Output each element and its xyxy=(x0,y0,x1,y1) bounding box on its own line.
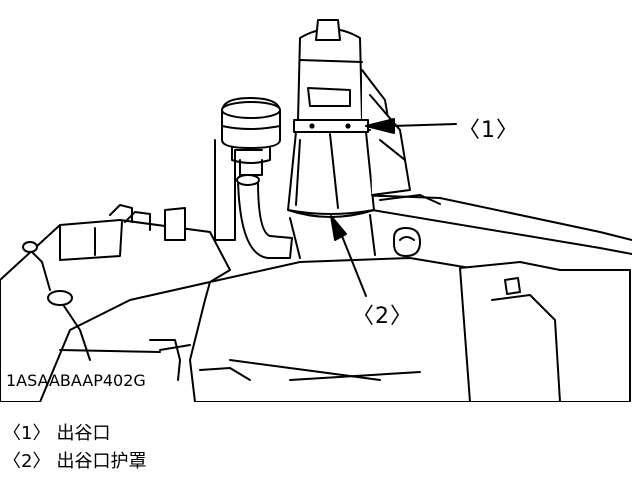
arrowhead-2 xyxy=(330,215,347,241)
lever-1 xyxy=(29,249,51,291)
legend-item-number: 〈2〉 xyxy=(3,451,51,472)
leader-line-1 xyxy=(391,123,457,127)
legend-item: 〈2〉出谷口护罩 xyxy=(3,448,152,476)
side-panel xyxy=(459,261,631,402)
callout-2-label: 〈2〉 xyxy=(352,304,413,329)
top-deck xyxy=(354,194,632,241)
figure-code: 1ASAABAAP402G xyxy=(6,371,146,390)
legend: 〈1〉出谷口 〈2〉出谷口护罩 xyxy=(3,420,152,476)
side-lamp xyxy=(393,227,421,257)
machine-illustration xyxy=(0,19,632,402)
callout-1-label: 〈1〉 xyxy=(458,118,519,143)
legend-item: 〈1〉出谷口 xyxy=(3,420,152,448)
intake-pipe xyxy=(237,179,293,259)
vertical-column xyxy=(214,139,263,241)
leader-line-2 xyxy=(341,235,367,297)
legend-item-number: 〈1〉 xyxy=(3,423,51,444)
legend-item-text: 出谷口护罩 xyxy=(56,451,147,472)
legend-item-text: 出谷口 xyxy=(56,423,111,444)
left-machine-body xyxy=(0,219,231,402)
arrowhead-1 xyxy=(365,118,395,134)
outlet-band xyxy=(293,119,369,133)
